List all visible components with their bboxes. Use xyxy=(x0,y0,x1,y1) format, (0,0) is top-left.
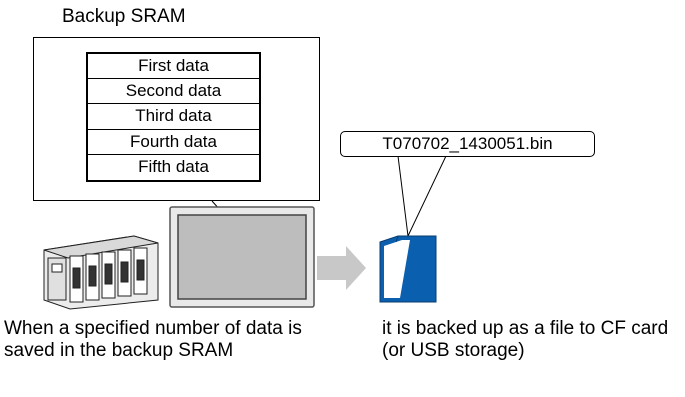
sram-row-fourth: Fourth data xyxy=(88,130,259,155)
backup-sram-panel xyxy=(33,37,320,201)
cf-card-icon xyxy=(379,235,437,303)
caption-right: it is backed up as a file to CF card (or… xyxy=(382,318,669,361)
backup-file-name: T070702_1430051.bin xyxy=(340,131,595,157)
caption-left: When a specified number of data is saved… xyxy=(4,318,302,361)
filename-callout-pointer xyxy=(397,155,447,238)
sram-data-table: First data Second data Third data Fourth… xyxy=(86,52,261,182)
transfer-arrow-icon xyxy=(317,246,366,290)
sram-row-first: First data xyxy=(88,54,259,80)
sram-row-second: Second data xyxy=(88,79,259,105)
sram-row-third: Third data xyxy=(88,104,259,130)
plc-rack-icon xyxy=(43,235,159,310)
sram-row-fifth: Fifth data xyxy=(138,156,209,176)
backup-sram-title: Backup SRAM xyxy=(62,6,186,27)
display-unit-icon xyxy=(169,206,315,308)
